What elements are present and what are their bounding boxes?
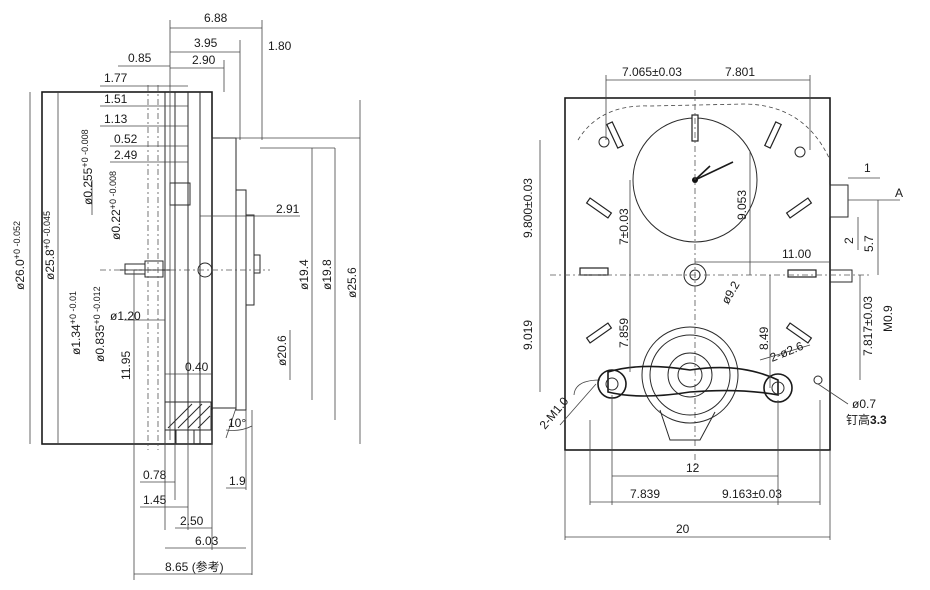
dim-10-deg: 10° xyxy=(228,416,246,430)
dim-7-0: 7±0.03 xyxy=(617,208,631,245)
dim-1-51: 1.51 xyxy=(104,92,128,106)
dim-2-90: 2.90 xyxy=(192,53,216,67)
dim-dia-19-4: ø19.4 xyxy=(297,259,311,290)
dim-dia-20-6: ø20.6 xyxy=(275,335,289,366)
dim-dia-1-34: ø1.34+0 -0.01 xyxy=(68,291,83,355)
dim-11-95: 11.95 xyxy=(119,351,133,380)
dim-1-77: 1.77 xyxy=(104,71,128,85)
dial-plate xyxy=(211,137,237,409)
dim-12: 12 xyxy=(686,461,700,475)
rotor xyxy=(235,189,247,411)
dim-0-40: 0.40 xyxy=(185,360,209,374)
dim-2-50: 2.50 xyxy=(180,514,204,528)
dim-dia-9-2: ø9.2 xyxy=(718,278,742,306)
dim-dia-0-835: ø0.835+0 -0.012 xyxy=(92,286,107,362)
dim-20: 20 xyxy=(676,522,690,536)
dim-2-91: 2.91 xyxy=(276,202,300,216)
dim-7-859: 7.859 xyxy=(617,318,631,348)
dim-1-80: 1.80 xyxy=(268,39,292,53)
dim-11-00: 11.00 xyxy=(782,247,811,261)
dim-9-053: 9.053 xyxy=(735,190,749,220)
dim-2-49: 2.49 xyxy=(114,148,138,162)
top-dims-group: 6.88 3.95 1.80 0.85 2.90 1.77 1.51 1.13 … xyxy=(100,11,300,440)
datum-a: A xyxy=(895,186,903,200)
note-dia-0-7: ø0.7 xyxy=(852,397,876,411)
dim-1: 1 xyxy=(864,161,871,175)
dim-m0-9: M0.9 xyxy=(881,305,895,332)
dim-3-95: 3.95 xyxy=(194,36,218,50)
dim-5-7: 5.7 xyxy=(862,235,876,252)
dim-2-dia-2-6: 2-ø2.6 xyxy=(768,339,806,365)
dim-total-8-65: 8.65 (参考) xyxy=(165,559,224,574)
dim-dia-26-0: ø26.0+0 -0.052 xyxy=(12,221,27,290)
note-pin-height: 钉高3.3 xyxy=(846,412,887,427)
dim-dia-1-20: ø1.20 xyxy=(110,309,141,323)
dim-8-49: 8.49 xyxy=(757,326,771,350)
dim-6-88: 6.88 xyxy=(204,11,228,25)
dim-0-78: 0.78 xyxy=(143,468,167,482)
dim-0-85: 0.85 xyxy=(128,51,152,65)
dim-6-03: 6.03 xyxy=(195,534,219,548)
dim-7-839: 7.839 xyxy=(630,487,660,501)
dim-dia-25-6: ø25.6 xyxy=(345,267,359,298)
dim-9-163: 9.163±0.03 xyxy=(722,487,782,501)
section-hatch xyxy=(164,401,212,445)
dim-7-801: 7.801 xyxy=(725,65,755,79)
dim-1-9: 1.9 xyxy=(229,474,246,488)
side-view: 6.88 3.95 1.80 0.85 2.90 1.77 1.51 1.13 … xyxy=(12,11,361,580)
front-housing xyxy=(564,97,831,451)
bottom-dims-group: 0.78 1.45 2.50 6.03 1.9 8.65 (参考) xyxy=(133,410,253,580)
dim-1-13: 1.13 xyxy=(104,112,128,126)
dim-9-019: 9.019 xyxy=(521,320,535,350)
dim-dia-25-8: ø25.8+0 -0.045 xyxy=(42,211,57,280)
dim-9-800: 9.800±0.03 xyxy=(521,178,535,238)
dim-1-45: 1.45 xyxy=(143,493,167,507)
dim-dia-0-22: ø0.22+0 -0.008 xyxy=(108,171,123,240)
dim-2: 2 xyxy=(842,237,856,244)
note-2-m1-0: 2-M1.0 xyxy=(537,394,572,432)
dim-7-817: 7.817±0.03 xyxy=(861,296,875,356)
dim-dia-0-255: ø0.255+0 -0.008 xyxy=(80,129,95,205)
dim-dia-19-8: ø19.8 xyxy=(320,259,334,290)
dim-7-065: 7.065±0.03 xyxy=(622,65,682,79)
dim-0-52: 0.52 xyxy=(114,132,138,146)
side-tab xyxy=(829,184,849,218)
front-view: 7.065±0.03 7.801 9.800±0.03 7±0.03 9.019… xyxy=(521,65,903,540)
